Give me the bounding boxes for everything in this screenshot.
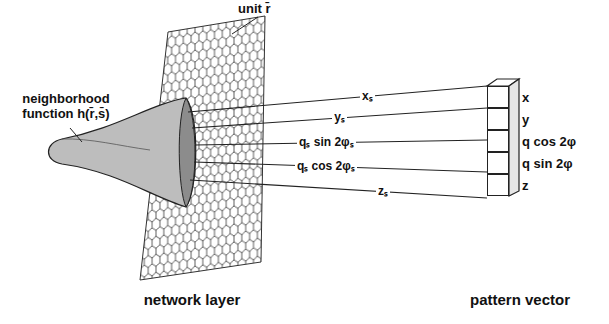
vector-side (509, 79, 519, 196)
line-label: yₛ (332, 111, 347, 125)
fan-lines (188, 86, 487, 198)
component-label: z (522, 178, 529, 193)
bump-base (179, 98, 195, 207)
function-label: neighborhood function h(r̄,s̄) (4, 92, 128, 122)
vector-cell: q cos 2φ (487, 130, 509, 152)
layer-title: pattern vector (470, 291, 570, 308)
line-label: qₛ cos 2φₛ (295, 160, 357, 174)
line-label: zₛ (376, 185, 390, 199)
fan-line (192, 108, 487, 128)
component-label: y (522, 112, 529, 127)
line-label: qₛ sin 2φₛ (297, 136, 356, 150)
leader-line (70, 128, 82, 142)
component-label: q cos 2φ (522, 134, 576, 149)
leader-line (232, 17, 258, 34)
vector-cell: x (487, 86, 509, 108)
vector-cell: y (487, 108, 509, 130)
vector-cell: z (487, 174, 509, 196)
line-label: xₛ (360, 90, 375, 104)
component-label: x (522, 90, 529, 105)
vector-cell: q sin 2φ (487, 152, 509, 174)
component-label: q sin 2φ (522, 156, 572, 171)
fan-line (188, 86, 487, 112)
layer-title: network layer (144, 291, 241, 308)
unit-label: unit r̄ (238, 2, 271, 17)
fan-line (190, 180, 487, 198)
bump-ridge (62, 139, 150, 150)
